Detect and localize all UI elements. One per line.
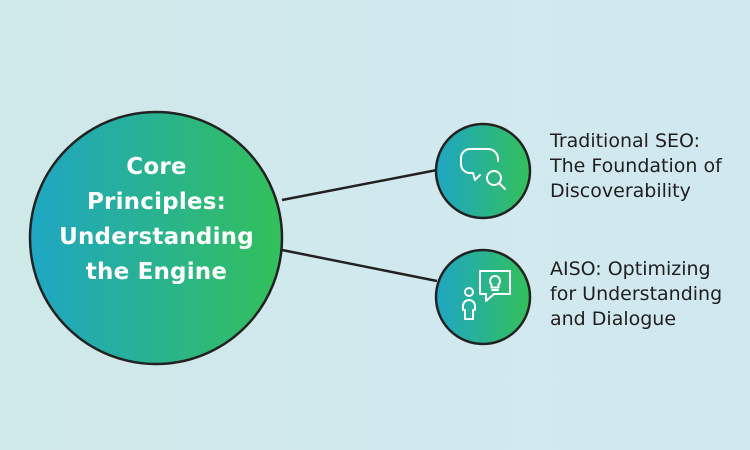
- node-label-traditional-seo: Traditional SEO: The Foundation of Disco…: [550, 130, 722, 202]
- chat-bubble-search-icon: [460, 148, 506, 190]
- core-title: Core Principles: Understanding the Engin…: [59, 154, 254, 285]
- node-aiso: [434, 248, 532, 346]
- connector-line-2: [281, 248, 438, 283]
- node-traditional-seo: [434, 122, 532, 220]
- person-idea-speech-icon: [462, 270, 511, 320]
- node-circle-1: [434, 122, 532, 220]
- node-circle-2: [434, 248, 532, 346]
- core-circle: [28, 110, 284, 366]
- connector-line-1: [281, 168, 438, 202]
- node-label-aiso: AISO: Optimizing for Understanding and D…: [550, 258, 723, 330]
